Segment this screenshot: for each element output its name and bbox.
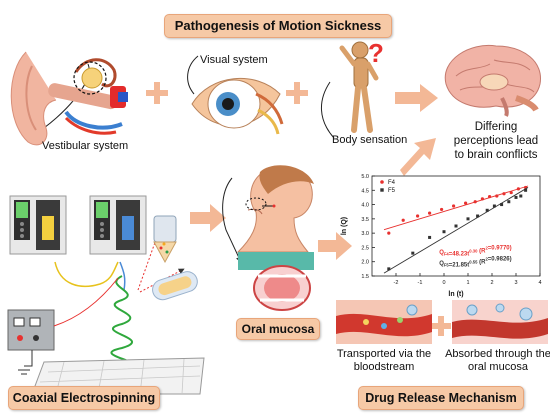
legend-label: F4 [388, 180, 396, 186]
callout-line [187, 55, 199, 95]
legend-marker [380, 188, 384, 192]
callout-line [320, 81, 335, 139]
transported-label: Transported via the bloodstream [336, 348, 432, 373]
visual-label: Visual system [200, 54, 268, 66]
y-tick-label: 4.0 [361, 203, 369, 209]
y-tick-label: 3.5 [361, 217, 369, 223]
plus-icon [286, 82, 308, 104]
coaxial-electrospinning-label: Coaxial Electrospinning [8, 386, 160, 410]
x-tick-label: 3 [514, 280, 517, 286]
data-point-f5 [387, 267, 391, 271]
question-mark: ? [368, 38, 384, 68]
y-tick-label: 3.0 [361, 231, 369, 237]
data-point-f4 [428, 211, 432, 215]
data-point-f4 [509, 190, 513, 195]
data-point-f5 [428, 235, 432, 239]
collector [31, 357, 205, 395]
chart-svg: -2 -1 0 1 2 3 4 1.5 2.0 2.5 3.0 3.5 4.0 4.5 5.0 ln (t) l… [341, 174, 542, 298]
equation-annotation: QF5=21.85t0.55 (R2=0.9826) [439, 257, 511, 269]
electrospinning-illustration [7, 195, 205, 395]
x-axis-label: ln (t) [448, 291, 463, 298]
plus-icon [431, 316, 451, 336]
power-supply [7, 309, 55, 351]
vestibular-label: Vestibular system [42, 140, 129, 152]
x-tick-label: 1 [466, 280, 469, 286]
syringe-pump [89, 195, 147, 255]
data-point-f4 [387, 231, 391, 235]
data-point-f5 [476, 214, 480, 218]
data-point-f5 [466, 217, 470, 221]
x-tick-label: 4 [538, 280, 541, 286]
x-tick-label: 2 [490, 280, 493, 286]
data-point-f4 [416, 214, 420, 218]
equation-annotation: QF4=48.23t0.30 (R2=0.9770) [439, 246, 511, 258]
data-point-f5 [454, 224, 458, 228]
data-point-f4 [488, 194, 492, 199]
data-point-f4 [480, 197, 484, 201]
plus-icon [146, 82, 168, 104]
data-point-f4 [464, 201, 468, 205]
spiral-jet [110, 275, 136, 373]
fiber-section [152, 271, 198, 301]
page-title: Pathogenesis of Motion Sickness [164, 14, 392, 38]
data-point-f5 [492, 204, 496, 208]
y-tick-label: 1.5 [361, 274, 369, 280]
legend-marker [380, 180, 384, 184]
legend-label: F5 [388, 188, 396, 194]
x-tick-label: 0 [442, 280, 445, 286]
y-axis-label: ln (Q) [341, 217, 348, 235]
brain-conflicts-label: Differing perceptions lead to brain conf… [453, 121, 539, 161]
data-point-f4 [452, 204, 456, 208]
face-illustration [236, 165, 314, 311]
data-point-f4 [401, 218, 405, 222]
mannequin-illustration [339, 41, 379, 133]
y-tick-label: 4.5 [361, 188, 369, 194]
mucosa-illustration [452, 300, 548, 344]
ground-wire [18, 350, 33, 375]
data-point-f5 [442, 230, 446, 234]
y-tick-label: 2.5 [361, 245, 369, 251]
data-point-f5 [485, 208, 489, 212]
brain-illustration [444, 44, 541, 117]
x-tick-label: -2 [394, 280, 399, 286]
syringe-pump [9, 195, 67, 255]
fit-line-f5 [383, 187, 529, 274]
data-point-f4 [495, 194, 499, 198]
body-sensation-label: Body sensation [332, 134, 408, 146]
wire [54, 261, 119, 288]
eye-illustration [191, 77, 284, 135]
data-point-f5 [507, 200, 511, 204]
hv-wire [53, 277, 119, 327]
absorbed-label: Absorbed through the oral mucosa [445, 348, 550, 373]
y-tick-label: 2.0 [361, 260, 369, 266]
data-point-f4 [516, 187, 520, 191]
data-point-f4 [502, 192, 506, 196]
y-tick-label: 5.0 [361, 174, 369, 180]
wire [119, 261, 126, 291]
coaxial-nozzle [153, 215, 177, 264]
data-point-f5 [411, 251, 415, 255]
callout-line [222, 177, 242, 263]
peach-arrow-mouth-to-chart [318, 232, 352, 260]
drug-release-mechanism-label: Drug Release Mechanism [358, 386, 524, 410]
data-point-f5 [519, 194, 523, 198]
data-point-f5 [500, 203, 504, 207]
peach-arrow-to-brain [395, 84, 438, 112]
x-tick-label: -1 [418, 280, 423, 286]
peach-arrow-electrospin-to-mouth [190, 204, 226, 232]
oral-mucosa-label: Oral mucosa [236, 318, 320, 340]
ear-illustration [10, 51, 128, 146]
data-point-f5 [514, 195, 518, 199]
data-point-f4 [473, 200, 477, 204]
data-point-f4 [440, 207, 444, 212]
release-chart: -2 -1 0 1 2 3 4 1.5 2.0 2.5 3.0 3.5 4.0 4.5 5.0 ln (t) l… [336, 168, 548, 298]
blood-vessel-illustration [336, 300, 432, 344]
data-point-f5 [524, 188, 528, 192]
peach-arrow-up-to-brain [400, 138, 436, 176]
